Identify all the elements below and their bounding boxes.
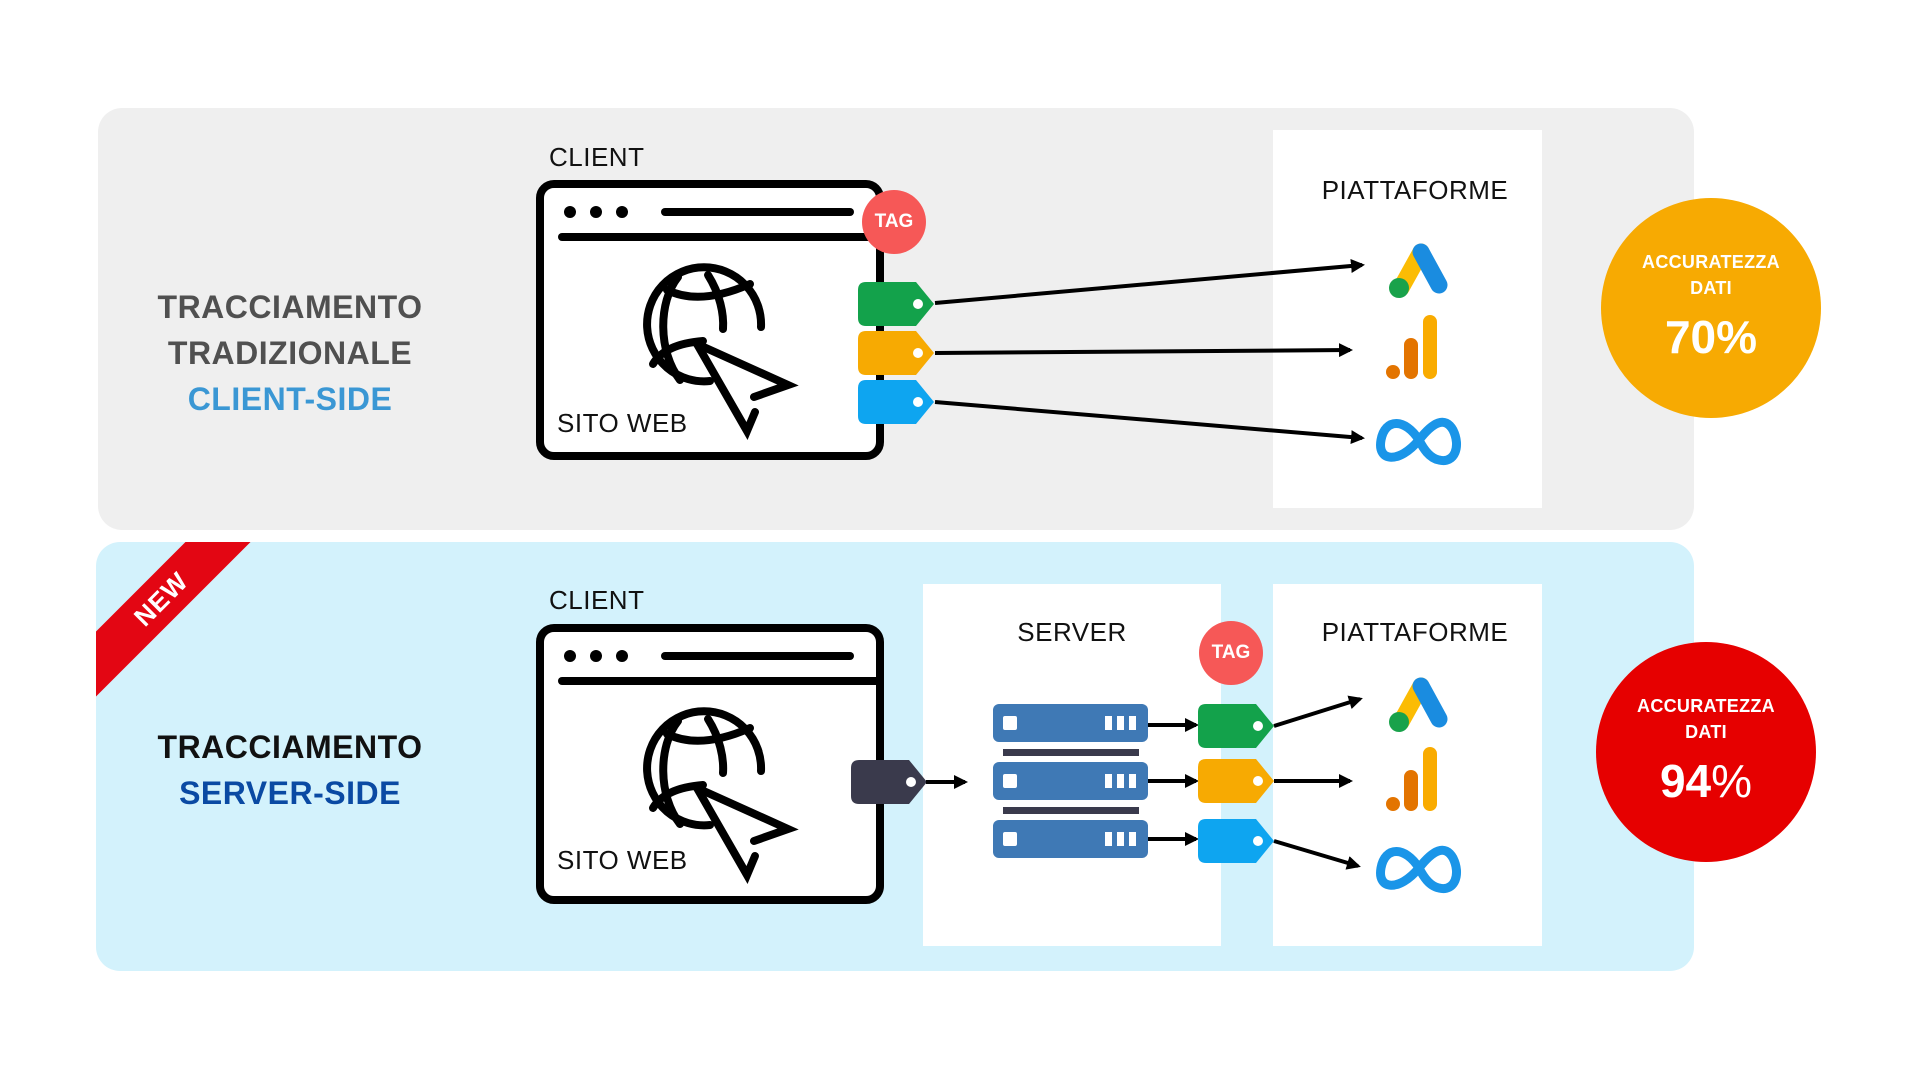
arrow-to-meta: [1273, 839, 1361, 870]
platforms-box: [1273, 130, 1542, 508]
server-divider: [1003, 807, 1139, 814]
tag-blue-icon: [858, 380, 934, 424]
heading-line-2: SERVER-SIDE: [179, 775, 401, 811]
accuracy-label: ACCURATEZZA: [1637, 696, 1775, 716]
accuracy-badge-client-side: ACCURATEZZA DATI 70%: [1601, 198, 1821, 418]
arrow-to-google-ads: [934, 259, 1365, 305]
server-unit-icon: [993, 704, 1148, 742]
platforms-label: PIATTAFORME: [1321, 617, 1509, 647]
accuracy-number: 70: [1664, 311, 1717, 363]
tag-green-icon: [858, 282, 934, 326]
accuracy-value: 70%: [1665, 307, 1757, 367]
client-side-heading: TRACCIAMENTO TRADIZIONALE CLIENT-SIDE: [130, 284, 450, 422]
server-unit-icon: [993, 762, 1148, 800]
tag-green-icon: [1198, 704, 1274, 748]
heading-line-1: TRACCIAMENTO: [157, 289, 423, 325]
platforms-label: PIATTAFORME: [1321, 175, 1509, 205]
tag-dark-icon: [851, 760, 927, 804]
heading-line-2: TRADIZIONALE: [167, 335, 413, 371]
client-label: CLIENT: [549, 142, 645, 172]
tag-blue-icon: [1198, 819, 1274, 863]
meta-icon: [1381, 422, 1457, 460]
tag-yellow-icon: [1198, 759, 1274, 803]
google-ads-icon: [1389, 252, 1439, 298]
server-label: SERVER: [1017, 617, 1127, 647]
accuracy-label: ACCURATEZZA: [1642, 252, 1780, 272]
accuracy-label-2: DATI: [1690, 278, 1732, 298]
accuracy-value: 94%: [1660, 751, 1752, 811]
accuracy-unit: %: [1716, 311, 1758, 363]
arrow-to-meta: [934, 400, 1365, 445]
heading-line-1: TRACCIAMENTO: [157, 729, 423, 765]
site-label: SITO WEB: [557, 845, 688, 875]
arrow-to-google-ads: [1273, 695, 1363, 728]
site-label: SITO WEB: [557, 408, 688, 438]
meta-icon: [1381, 850, 1457, 888]
server-unit-icon: [993, 820, 1148, 858]
accuracy-label-2: DATI: [1685, 722, 1727, 742]
arrow-to-google-analytics: [934, 343, 1353, 358]
google-analytics-icon: [1386, 747, 1437, 811]
tag-badge: TAG: [1199, 621, 1263, 685]
tag-yellow-icon: [858, 331, 934, 375]
google-ads-icon: [1389, 686, 1439, 732]
accuracy-unit: %: [1711, 755, 1753, 807]
server-side-heading: TRACCIAMENTO SERVER-SIDE: [130, 724, 450, 816]
client-label: CLIENT: [549, 585, 645, 615]
platforms-box: [1273, 584, 1542, 946]
server-divider: [1003, 749, 1139, 756]
accuracy-number: 94: [1659, 755, 1712, 807]
accuracy-badge-server-side: ACCURATEZZA DATI 94%: [1596, 642, 1816, 862]
google-analytics-icon: [1386, 315, 1437, 379]
tag-badge: TAG: [862, 190, 926, 254]
heading-line-3: CLIENT-SIDE: [187, 381, 393, 417]
